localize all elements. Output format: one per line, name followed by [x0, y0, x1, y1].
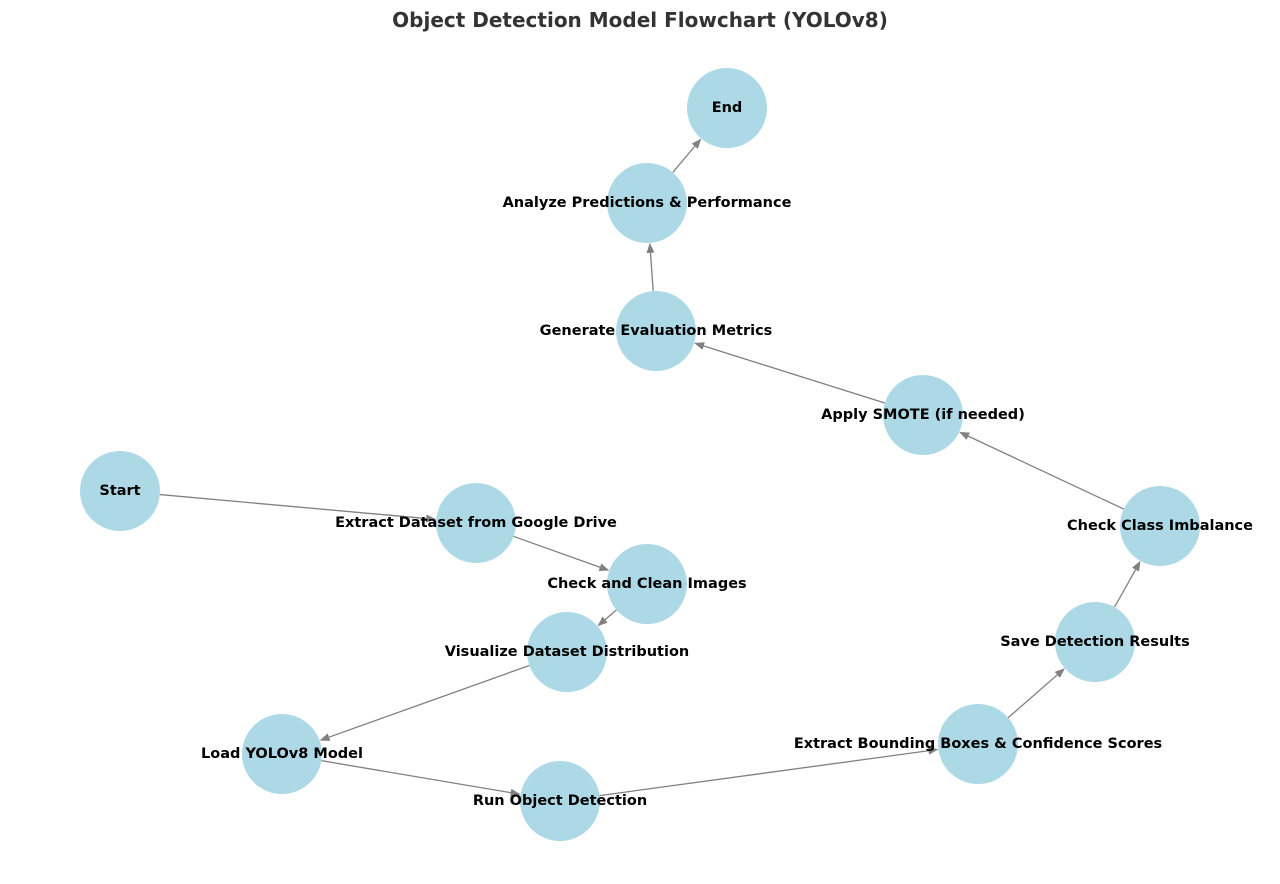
- node-save: Save Detection Results: [1000, 602, 1190, 682]
- node-boxes: Extract Bounding Boxes & Confidence Scor…: [794, 704, 1162, 784]
- node-circle-extract: [436, 483, 516, 563]
- edge-metrics-to-analyze: [646, 242, 655, 292]
- node-label-start: Start: [99, 483, 140, 499]
- edge-start-to-extract: [159, 493, 437, 523]
- node-visualize: Visualize Dataset Distribution: [445, 612, 690, 692]
- node-analyze: Analyze Predictions & Performance: [503, 163, 792, 243]
- node-circle-end: [687, 68, 767, 148]
- node-label-detect: Run Object Detection: [473, 793, 647, 809]
- node-detect: Run Object Detection: [473, 761, 647, 841]
- edge-imbalance-to-smote: [959, 431, 1125, 510]
- node-circle-smote: [883, 375, 963, 455]
- node-label-analyze: Analyze Predictions & Performance: [503, 195, 792, 211]
- node-circle-visualize: [527, 612, 607, 692]
- node-circle-save: [1055, 602, 1135, 682]
- node-label-metrics: Generate Evaluation Metrics: [540, 323, 773, 339]
- node-imbalance: Check Class Imbalance: [1067, 486, 1253, 566]
- node-label-imbalance: Check Class Imbalance: [1067, 518, 1253, 534]
- node-start: Start: [80, 451, 160, 531]
- node-label-visualize: Visualize Dataset Distribution: [445, 644, 690, 660]
- node-clean: Check and Clean Images: [547, 544, 747, 624]
- node-circle-boxes: [938, 704, 1018, 784]
- edge-layer: [159, 138, 1141, 797]
- edge-smote-to-metrics: [694, 342, 886, 404]
- node-label-load: Load YOLOv8 Model: [201, 746, 363, 762]
- node-load: Load YOLOv8 Model: [201, 714, 363, 794]
- diagram-title: Object Detection Model Flowchart (YOLOv8…: [392, 8, 888, 32]
- node-metrics: Generate Evaluation Metrics: [540, 291, 773, 371]
- edge-load-to-detect: [321, 760, 521, 797]
- edge-clean-to-visualize: [597, 609, 617, 627]
- node-label-boxes: Extract Bounding Boxes & Confidence Scor…: [794, 736, 1162, 752]
- node-label-extract: Extract Dataset from Google Drive: [335, 515, 617, 531]
- edge-save-to-imbalance: [1113, 560, 1141, 608]
- node-circle-start: [80, 451, 160, 531]
- node-circle-analyze: [607, 163, 687, 243]
- node-circle-load: [242, 714, 322, 794]
- edge-detect-to-boxes: [599, 746, 939, 797]
- edge-extract-to-clean: [513, 535, 610, 571]
- edge-boxes-to-save: [1007, 668, 1065, 719]
- node-label-end: End: [712, 100, 743, 116]
- node-label-clean: Check and Clean Images: [547, 576, 746, 592]
- node-label-save: Save Detection Results: [1000, 634, 1190, 650]
- node-end: End: [687, 68, 767, 148]
- edge-analyze-to-end: [672, 138, 702, 173]
- node-circle-imbalance: [1120, 486, 1200, 566]
- node-circle-detect: [520, 761, 600, 841]
- edge-visualize-to-load: [319, 664, 530, 741]
- node-extract: Extract Dataset from Google Drive: [335, 483, 617, 563]
- node-circle-metrics: [616, 291, 696, 371]
- node-circle-clean: [607, 544, 687, 624]
- node-label-smote: Apply SMOTE (if needed): [821, 407, 1025, 423]
- node-smote: Apply SMOTE (if needed): [821, 375, 1025, 455]
